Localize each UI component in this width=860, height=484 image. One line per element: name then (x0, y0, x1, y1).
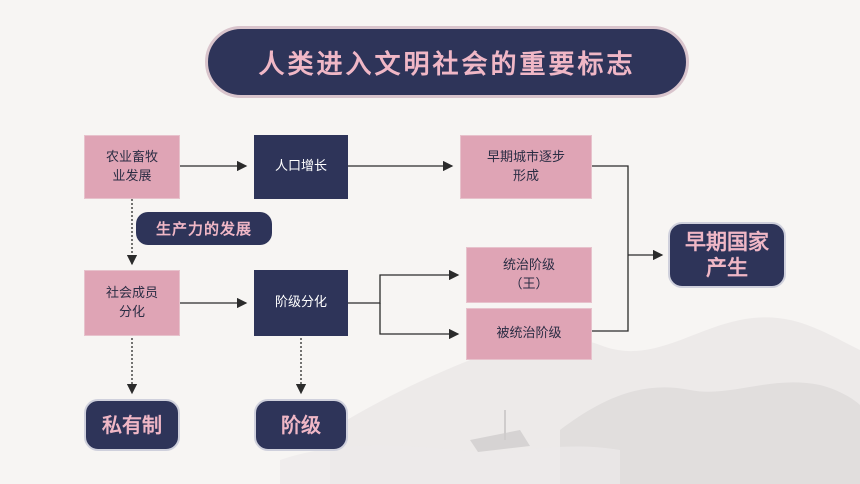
node-state: 早期国家 产生 (668, 222, 786, 288)
node-cities: 早期城市逐步 形成 (460, 135, 592, 199)
arrow-ruled-state (592, 255, 629, 332)
node-class-division: 阶级分化 (254, 270, 348, 336)
node-classes: 阶级 (254, 399, 348, 451)
arrow-classdivision-ruling (348, 269, 460, 304)
node-differentiation: 社会成员 分化 (84, 270, 180, 336)
page-title: 人类进入文明社会的重要标志 (205, 26, 689, 98)
node-ruled-class: 被统治阶级 (466, 308, 592, 360)
node-private-ownership: 私有制 (84, 399, 180, 451)
productivity-label: 生产力的发展 (136, 212, 272, 245)
node-agriculture: 农业畜牧 业发展 (84, 135, 180, 199)
arrow-cities-state (592, 165, 629, 255)
node-population: 人口增长 (254, 135, 348, 199)
arrow-classdivision-ruled (379, 303, 460, 340)
node-ruling-class: 统治阶级 （王） (466, 247, 592, 303)
